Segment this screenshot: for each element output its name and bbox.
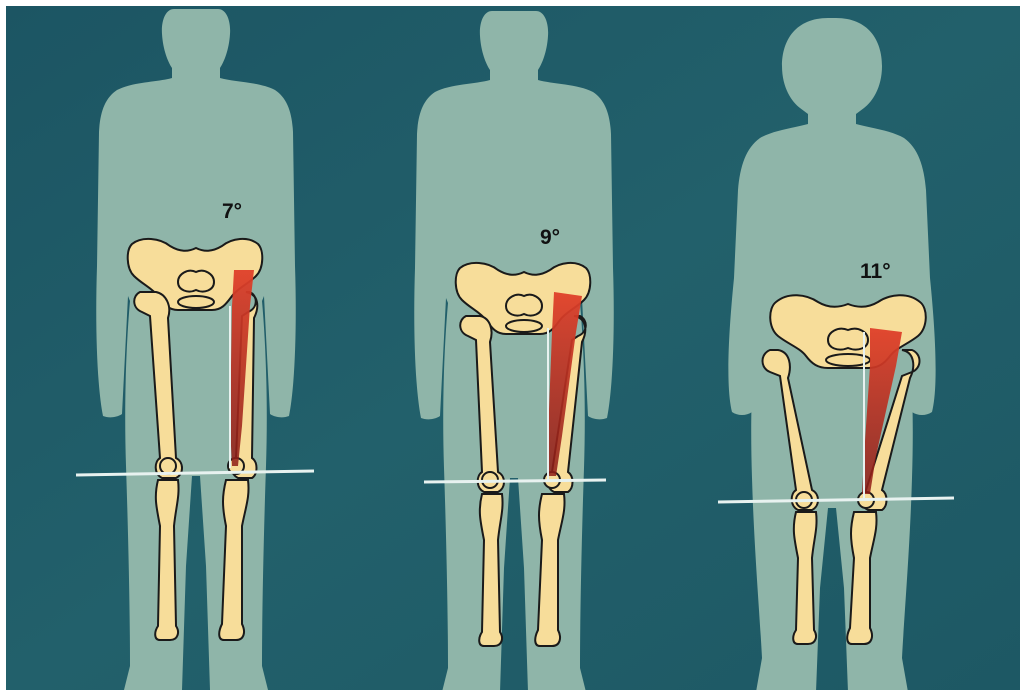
left-tibia (479, 494, 502, 646)
angle-label: 11° (860, 260, 891, 283)
q-angle-diagram: 7° 9° (6, 6, 1020, 690)
diagram-frame: 7° 9° (6, 6, 1020, 690)
knee-line (424, 480, 606, 482)
angle-label: 7° (222, 200, 242, 223)
left-tibia (793, 512, 816, 644)
angle-label: 9° (540, 226, 560, 249)
left-patella (160, 458, 176, 474)
left-tibia (155, 480, 178, 640)
